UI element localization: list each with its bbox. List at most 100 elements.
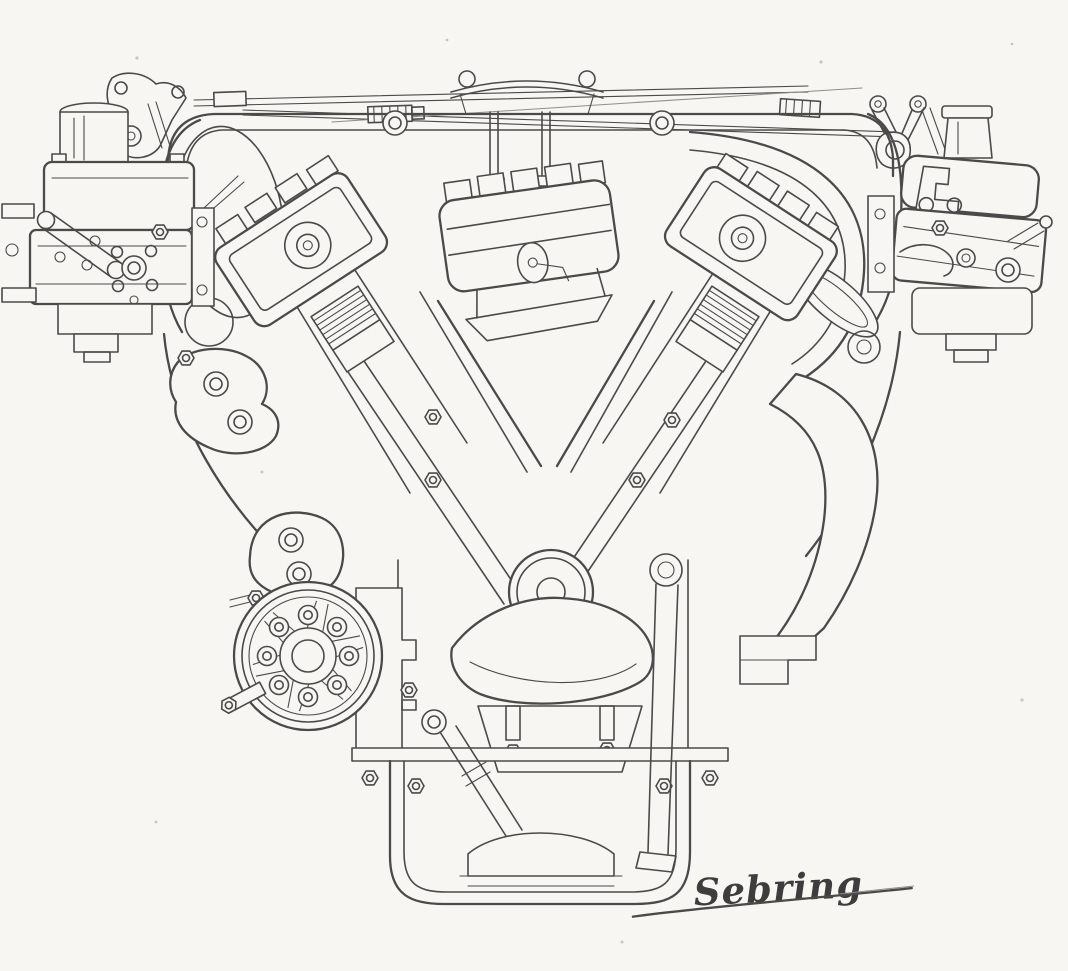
carb-foot: [83, 351, 111, 363]
lifting-eye: [458, 70, 476, 88]
bracket-ring: [657, 561, 675, 579]
pulley-hub: [279, 627, 337, 685]
paper-speck: [445, 38, 449, 42]
pulley-web: [248, 596, 368, 716]
right-conrod: [549, 354, 727, 605]
distributor: [438, 111, 620, 342]
fuel-fitting: [5, 243, 19, 257]
throttle-rod: [193, 85, 809, 101]
cylinder-banks: [162, 249, 902, 749]
carb-upper: [899, 154, 1040, 219]
pulley-bolt: [297, 604, 319, 626]
paper-speck: [620, 940, 624, 944]
mount-bolt: [278, 527, 304, 553]
pulley-bolt: [326, 616, 348, 638]
counterweight: [450, 596, 654, 705]
flange-bolt: [144, 244, 158, 258]
pan-bolt: [361, 770, 379, 786]
pulley-bolt: [338, 645, 360, 667]
left-piston: [310, 285, 395, 373]
carb-screw: [81, 259, 93, 271]
ball-joint: [874, 100, 882, 108]
bank-bolt: [663, 412, 681, 428]
distributor-cap: [438, 160, 620, 342]
cover-bump: [244, 192, 278, 224]
pulley-bolt: [297, 686, 319, 708]
rocker-boss: [295, 233, 320, 258]
rocker-boss: [302, 240, 313, 251]
strainer-dome: [467, 832, 615, 877]
cover-bump: [274, 172, 308, 204]
bracket-arm: [647, 583, 679, 855]
rocker-cover-inner: [679, 180, 824, 305]
connecting-rods: [343, 354, 727, 605]
carb-body-lines: [35, 245, 187, 285]
throttle-rod-faint: [331, 87, 863, 123]
link-stud: [1007, 222, 1045, 250]
pulley-rim-inner: [241, 589, 375, 723]
distributor-base: [465, 294, 613, 342]
carb-stub: [945, 333, 997, 351]
carb-stub: [73, 333, 119, 353]
choke-lever: [40, 212, 122, 278]
strainer-base: [459, 875, 623, 887]
linkage-pivot: [956, 248, 976, 268]
counterweight-arc: [469, 661, 637, 684]
throttle-rod: [193, 91, 809, 107]
link-ball: [1039, 215, 1053, 229]
rocker-boss: [283, 221, 332, 270]
pump-hex: [177, 350, 195, 366]
pulley-bolt: [268, 674, 290, 696]
crankshaft-counterweight: [450, 596, 654, 705]
pulley-lower-stud: [217, 681, 267, 716]
carb-hex: [931, 220, 949, 236]
paper-speck: [819, 60, 823, 64]
bracket-ring: [649, 553, 683, 587]
flange-screw: [196, 284, 208, 296]
rail-outer: [166, 112, 895, 178]
coupler-sleeve: [212, 90, 247, 108]
carb-screw: [89, 235, 101, 247]
paper-speck: [1020, 698, 1024, 702]
carb-top-body: [42, 160, 196, 232]
left-bellcrank: [106, 72, 187, 159]
throttle-arm: [899, 244, 954, 277]
rocker-boss: [730, 226, 755, 251]
linkage-pivot: [961, 253, 971, 263]
cap-body: [477, 705, 643, 773]
paper-speck: [154, 820, 158, 824]
lifting-eye: [578, 70, 596, 88]
main-bearing-cap: [477, 705, 643, 773]
carb-brace: [203, 175, 245, 209]
pickup-tube: [439, 725, 523, 837]
paper-speck: [1010, 42, 1014, 46]
rocker-boss: [718, 214, 767, 263]
flange-bolt: [145, 278, 159, 292]
dipstick-bracket: [635, 553, 683, 873]
throttle-shaft: [995, 257, 1021, 283]
ball-joint: [909, 95, 927, 113]
rod-bolt: [628, 472, 646, 488]
carb-lower: [57, 303, 153, 335]
rod-bolt: [424, 472, 442, 488]
paper-speck: [135, 56, 139, 60]
pickup-joint: [421, 709, 447, 735]
cap-bolt-slot: [599, 705, 615, 741]
fuel-pump-boss: [169, 347, 280, 455]
right-carburetor: [867, 105, 1053, 363]
bracket-foot: [635, 851, 677, 873]
flange-bolt: [111, 279, 125, 293]
pump-bolt: [203, 371, 229, 397]
flange-bolt: [110, 245, 124, 259]
linkage-coupler: [778, 97, 822, 119]
runner-port: [856, 339, 872, 355]
right-rocker-box: [663, 152, 840, 322]
piston-rings: [693, 289, 757, 345]
pan-bolt: [701, 770, 719, 786]
exhaust-downpipe: [739, 372, 879, 685]
runner-port: [847, 330, 881, 364]
pump-bolt: [227, 409, 253, 435]
piston-rings: [313, 289, 377, 345]
bank-bolt: [424, 409, 442, 425]
